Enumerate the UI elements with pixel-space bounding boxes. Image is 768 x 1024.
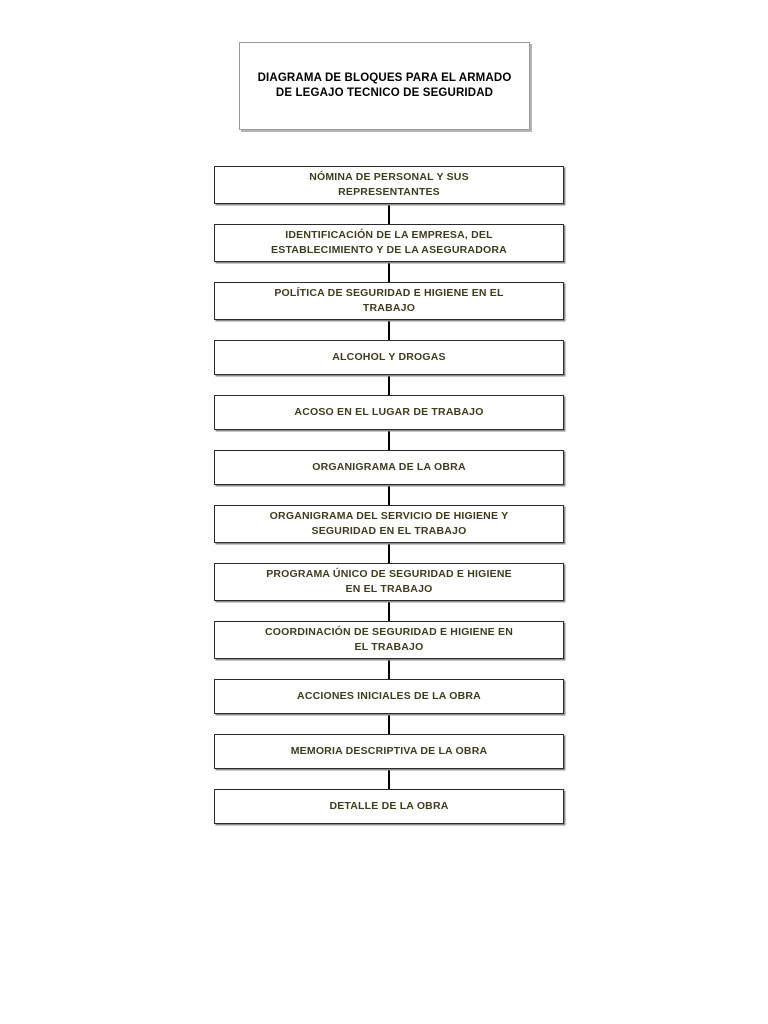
flow-node[interactable]: IDENTIFICACIÓN DE LA EMPRESA, DEL ESTABL… bbox=[214, 224, 564, 262]
flow-node-label: ACOSO EN EL LUGAR DE TRABAJO bbox=[294, 406, 484, 418]
flow-node-wrapper: MEMORIA DESCRIPTIVA DE LA OBRA bbox=[214, 734, 564, 769]
flow-connector bbox=[214, 712, 564, 736]
flow-node-label: IDENTIFICACIÓN DE LA EMPRESA, DEL ESTABL… bbox=[271, 229, 507, 256]
flow-node[interactable]: ORGANIGRAMA DE LA OBRA bbox=[214, 450, 564, 485]
flow-node-wrapper: COORDINACIÓN DE SEGURIDAD E HIGIENE EN E… bbox=[214, 621, 564, 659]
flow-connector bbox=[214, 599, 564, 623]
flow-node-label: DETALLE DE LA OBRA bbox=[329, 800, 449, 812]
flow-node[interactable]: COORDINACIÓN DE SEGURIDAD E HIGIENE EN E… bbox=[214, 621, 564, 659]
flow-connector bbox=[214, 260, 564, 284]
flow-node[interactable]: ALCOHOL Y DROGAS bbox=[214, 340, 564, 375]
flow-node-label: PROGRAMA ÚNICO DE SEGURIDAD E HIGIENE EN… bbox=[266, 568, 512, 595]
flow-node[interactable]: POLÍTICA DE SEGURIDAD E HIGIENE EN EL TR… bbox=[214, 282, 564, 320]
flow-node-label: POLÍTICA DE SEGURIDAD E HIGIENE EN EL TR… bbox=[274, 287, 504, 314]
flow-connector bbox=[214, 318, 564, 342]
flow-node-wrapper: DETALLE DE LA OBRA bbox=[214, 789, 564, 824]
flow-node-wrapper: ALCOHOL Y DROGAS bbox=[214, 340, 564, 375]
flow-connector bbox=[214, 767, 564, 791]
flow-node-wrapper: IDENTIFICACIÓN DE LA EMPRESA, DEL ESTABL… bbox=[214, 224, 564, 262]
flow-node-label: COORDINACIÓN DE SEGURIDAD E HIGIENE EN E… bbox=[265, 626, 513, 653]
flow-connector bbox=[214, 428, 564, 452]
flow-connector bbox=[214, 483, 564, 507]
flow-node[interactable]: NÓMINA DE PERSONAL Y SUS REPRESENTANTES bbox=[214, 166, 564, 204]
diagram-title-text: DIAGRAMA DE BLOQUES PARA EL ARMADO DE LE… bbox=[257, 72, 512, 99]
flow-node[interactable]: DETALLE DE LA OBRA bbox=[214, 789, 564, 824]
flow-node[interactable]: ACOSO EN EL LUGAR DE TRABAJO bbox=[214, 395, 564, 430]
flow-connector bbox=[214, 657, 564, 681]
flow-node[interactable]: MEMORIA DESCRIPTIVA DE LA OBRA bbox=[214, 734, 564, 769]
flow-node-wrapper: NÓMINA DE PERSONAL Y SUS REPRESENTANTES bbox=[214, 166, 564, 204]
flow-node-label: ORGANIGRAMA DE LA OBRA bbox=[312, 461, 466, 473]
diagram-title-box: DIAGRAMA DE BLOQUES PARA EL ARMADO DE LE… bbox=[239, 42, 530, 130]
flow-node-label: ACCIONES INICIALES DE LA OBRA bbox=[297, 690, 481, 702]
flow-connector bbox=[214, 373, 564, 397]
flow-node-wrapper: PROGRAMA ÚNICO DE SEGURIDAD E HIGIENE EN… bbox=[214, 563, 564, 601]
flow-node-label: ORGANIGRAMA DEL SERVICIO DE HIGIENE Y SE… bbox=[269, 510, 509, 537]
flow-node-label: ALCOHOL Y DROGAS bbox=[332, 351, 446, 363]
flow-node-wrapper: POLÍTICA DE SEGURIDAD E HIGIENE EN EL TR… bbox=[214, 282, 564, 320]
flow-node-wrapper: ACOSO EN EL LUGAR DE TRABAJO bbox=[214, 395, 564, 430]
flow-node[interactable]: ORGANIGRAMA DEL SERVICIO DE HIGIENE Y SE… bbox=[214, 505, 564, 543]
flow-node-wrapper: ORGANIGRAMA DEL SERVICIO DE HIGIENE Y SE… bbox=[214, 505, 564, 543]
flow-connector bbox=[214, 541, 564, 565]
flow-node-wrapper: ACCIONES INICIALES DE LA OBRA bbox=[214, 679, 564, 714]
flow-node[interactable]: ACCIONES INICIALES DE LA OBRA bbox=[214, 679, 564, 714]
flow-node[interactable]: PROGRAMA ÚNICO DE SEGURIDAD E HIGIENE EN… bbox=[214, 563, 564, 601]
flowchart-container: NÓMINA DE PERSONAL Y SUS REPRESENTANTES I… bbox=[214, 166, 564, 824]
flow-node-wrapper: ORGANIGRAMA DE LA OBRA bbox=[214, 450, 564, 485]
flow-node-label: MEMORIA DESCRIPTIVA DE LA OBRA bbox=[290, 745, 488, 757]
flow-connector bbox=[214, 202, 564, 226]
flow-node-label: NÓMINA DE PERSONAL Y SUS REPRESENTANTES bbox=[309, 171, 469, 198]
